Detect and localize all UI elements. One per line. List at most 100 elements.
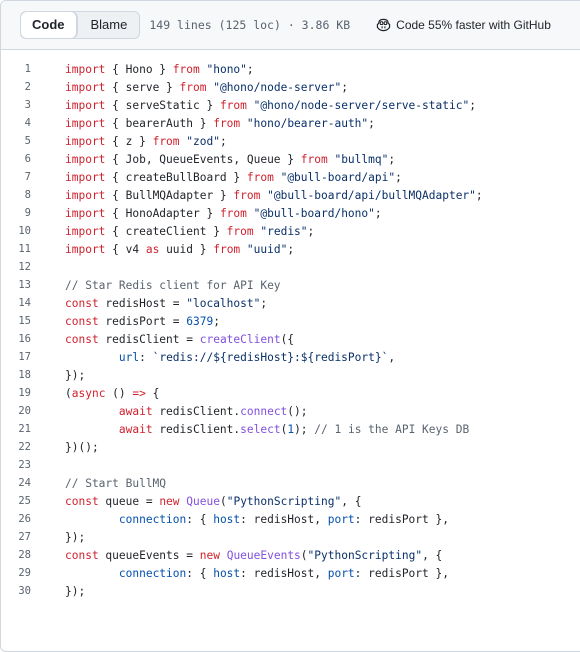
code-line: 2 import { serve } from "@hono/node-serve… [1, 78, 580, 96]
code-token: from [152, 134, 180, 148]
code-token: ( [300, 548, 308, 562]
code-token: from [179, 80, 207, 94]
line-number[interactable]: 29 [18, 567, 31, 579]
code-token [247, 207, 254, 220]
code-line: 30}); [1, 582, 580, 600]
code-tab[interactable]: Code [21, 12, 77, 38]
line-number[interactable]: 10 [18, 225, 31, 237]
code-token: from [219, 206, 247, 220]
file-toolbar: Code Blame 149 lines (125 loc) · 3.86 KB… [1, 1, 580, 50]
line-number[interactable]: 25 [18, 495, 31, 507]
file-meta: 149 lines (125 loc) · 3.86 KB [149, 18, 351, 32]
code-token [240, 243, 247, 256]
line-content: const redisPort = 6379; [65, 315, 220, 328]
line-number[interactable]: 13 [18, 279, 31, 291]
line-number[interactable]: 19 [18, 387, 31, 399]
line-number[interactable]: 16 [18, 333, 31, 345]
code-token: port [327, 512, 355, 526]
copilot-promo-link[interactable]: Code 55% faster with GitHub [376, 18, 551, 32]
code-token: ; [219, 134, 227, 148]
line-number[interactable]: 23 [18, 459, 31, 471]
code-token: , { [422, 548, 443, 562]
code-line: 18}); [1, 366, 580, 384]
code-token: { createBullBoard } [105, 170, 247, 184]
code-token: }); [65, 584, 86, 598]
line-content: import { serve } from "@hono/node-server… [65, 81, 348, 94]
code-token: : redisHost, [240, 512, 328, 526]
code-token: // Star Redis client for API Key [65, 278, 281, 292]
code-token: { serve } [105, 80, 180, 94]
code-token: from [246, 170, 274, 184]
line-number[interactable]: 7 [24, 171, 31, 183]
code-token: ; [469, 98, 476, 112]
code-token: import [65, 170, 106, 184]
code-token: as [145, 242, 160, 256]
line-content: import { HonoAdapter } from "@bull-board… [65, 207, 382, 220]
code-token: from [213, 116, 241, 130]
line-number[interactable]: 3 [24, 99, 31, 111]
code-token: from [300, 152, 328, 166]
line-number[interactable]: 26 [18, 513, 31, 525]
code-token: `redis://${redisHost}:${redisPort}` [152, 350, 389, 364]
code-token: { createClient } [105, 224, 227, 238]
line-number[interactable]: 8 [24, 189, 31, 201]
code-token: })(); [65, 440, 99, 454]
code-token: const [65, 548, 99, 562]
line-number[interactable]: 21 [18, 423, 31, 435]
line-content: const queueEvents = new QueueEvents("Pyt… [65, 549, 442, 562]
blame-tab[interactable]: Blame [90, 17, 128, 32]
line-number[interactable]: 5 [24, 135, 31, 147]
code-token: ; [388, 152, 396, 166]
line-number[interactable]: 22 [18, 441, 31, 453]
line-number[interactable]: 28 [18, 549, 31, 561]
code-token: const [65, 494, 99, 508]
code-token: ( [280, 422, 288, 436]
code-token: const [65, 332, 99, 346]
line-number[interactable]: 4 [24, 117, 31, 129]
line-number[interactable]: 17 [18, 351, 31, 363]
copilot-promo-label: Code 55% faster with GitHub [396, 18, 551, 32]
code-token: { Job, QueueEvents, Queue } [105, 152, 301, 166]
code-token: ; [260, 296, 268, 310]
code-token: 1 [287, 422, 295, 436]
code-token: host [213, 512, 241, 526]
code-token: "@bull-board/hono" [253, 206, 375, 220]
line-number[interactable]: 30 [18, 585, 31, 597]
code-token: import [65, 62, 106, 76]
code-token: // 1 is the API Keys DB [314, 422, 470, 436]
line-number[interactable]: 2 [24, 81, 31, 93]
code-line: 15 const redisPort = 6379; [1, 312, 580, 330]
line-content: import { createBullBoard } from "@bull-b… [65, 171, 402, 184]
line-number[interactable]: 9 [24, 207, 31, 219]
line-content: const redisHost = "localhost"; [65, 297, 267, 310]
line-number[interactable]: 12 [18, 261, 31, 273]
line-number[interactable]: 24 [18, 477, 31, 489]
code-token: import [65, 116, 106, 130]
line-content: }); [65, 531, 85, 544]
code-token: const [65, 314, 99, 328]
code-token: import [65, 98, 106, 112]
code-line: 24// Start BullMQ [1, 474, 580, 492]
code-line: 7 import { createBullBoard } from "@bull-… [1, 168, 580, 186]
code-token: ; [368, 116, 375, 130]
code-token: new [159, 494, 180, 508]
code-token: redisClient = [98, 332, 200, 346]
code-token: ); [294, 422, 315, 436]
line-number[interactable]: 1 [24, 63, 31, 75]
code-token: "@hono/node-server" [213, 80, 342, 94]
code-token: select [240, 422, 281, 436]
line-number[interactable]: 14 [18, 297, 31, 309]
code-token: { BullMQAdapter } [105, 188, 234, 202]
line-number[interactable]: 20 [18, 405, 31, 417]
code-token: { HonoAdapter } [105, 206, 220, 220]
line-number[interactable]: 15 [18, 315, 31, 327]
code-token: : redisHost, [240, 566, 328, 580]
line-number[interactable]: 27 [18, 531, 31, 543]
line-number[interactable]: 11 [18, 243, 31, 255]
line-number[interactable]: 18 [18, 369, 31, 381]
line-content: // Star Redis client for API Key [65, 279, 281, 292]
line-number[interactable]: 6 [24, 153, 31, 165]
